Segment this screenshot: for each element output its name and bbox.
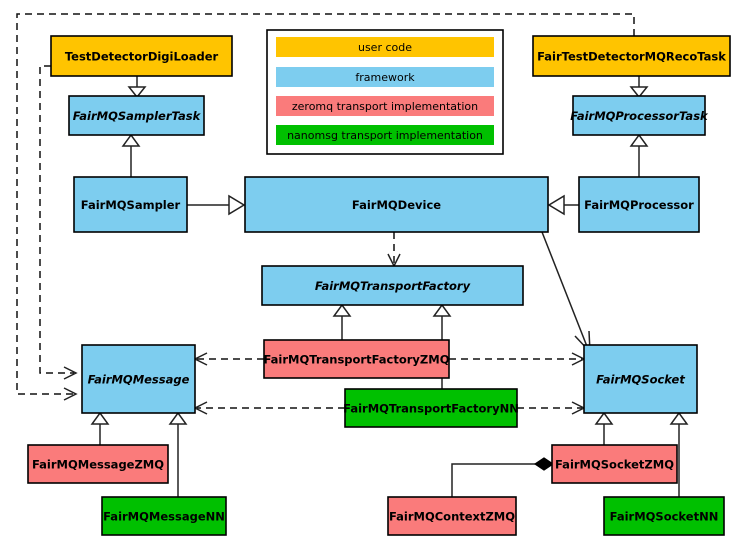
class-node-label-FairMQSamplerTask: FairMQSamplerTask bbox=[73, 109, 202, 123]
class-node-FairMQProcessorTask[interactable]: FairMQProcessorTask bbox=[570, 95, 709, 136]
class-node-box-FairMQDevice[interactable] bbox=[244, 176, 549, 233]
class-node-FairMQSocketZMQ[interactable]: FairMQSocketZMQ bbox=[551, 444, 678, 484]
class-node-FairMQProcessor[interactable]: FairMQProcessor bbox=[578, 176, 700, 233]
class-node-FairMQSocket[interactable]: FairMQSocket bbox=[583, 344, 698, 414]
arrowhead-sampler-samplertask bbox=[121, 133, 141, 147]
class-node-FairMQMessageZMQ[interactable]: FairMQMessageZMQ bbox=[27, 444, 169, 484]
class-node-FairMQMessage[interactable]: FairMQMessage bbox=[81, 344, 196, 414]
arrowhead-tfnn-tf bbox=[432, 303, 452, 317]
class-node-label-FairMQMessageZMQ: FairMQMessageZMQ bbox=[32, 458, 164, 472]
arrowhead-messagezmq-message bbox=[90, 411, 110, 425]
class-node-TestDetectorDigiLoader[interactable]: TestDetectorDigiLoader bbox=[50, 35, 233, 77]
class-node-FairMQMessageNN[interactable]: FairMQMessageNN bbox=[101, 496, 227, 536]
class-node-FairMQSocketNN[interactable]: FairMQSocketNN bbox=[603, 496, 725, 536]
class-node-box-TestDetectorDigiLoader[interactable] bbox=[50, 35, 233, 77]
arrowhead-messagenn-message bbox=[168, 411, 188, 425]
class-node-box-FairTestDetectorMQRecoTask[interactable] bbox=[532, 35, 731, 77]
edge-device-socket bbox=[541, 231, 589, 350]
legend-swatch-nanomsg bbox=[276, 125, 494, 145]
edge-group-long-dependencies bbox=[16, 13, 635, 401]
legend-label-nanomsg: nanomsg transport implementation bbox=[287, 129, 483, 142]
class-node-FairMQSampler[interactable]: FairMQSampler bbox=[73, 176, 188, 233]
class-node-FairMQDevice[interactable]: FairMQDevice bbox=[244, 176, 549, 233]
diamond-contextzmq-socketzmq bbox=[533, 457, 555, 471]
legend-swatch-zeromq bbox=[276, 96, 494, 116]
class-node-label-FairTestDetectorMQRecoTask: FairTestDetectorMQRecoTask bbox=[537, 50, 726, 64]
legend-label-user-code: user code bbox=[358, 41, 412, 54]
legend-label-zeromq: zeromq transport implementation bbox=[292, 100, 478, 113]
legend-swatch-user-code bbox=[276, 37, 494, 57]
arrowhead-processor-processortask bbox=[629, 133, 649, 147]
edge-recotask-to-message bbox=[16, 13, 635, 395]
class-node-label-TestDetectorDigiLoader: TestDetectorDigiLoader bbox=[65, 50, 219, 64]
arrowhead-socketzmq-socket bbox=[594, 411, 614, 425]
arrowhead-recotask-to-message bbox=[63, 387, 78, 401]
class-node-box-FairMQSocketNN[interactable] bbox=[603, 496, 725, 536]
arrowhead-digiloader-to-message bbox=[63, 366, 78, 380]
class-node-label-FairMQTransportFactoryNN: FairMQTransportFactoryNN bbox=[343, 402, 519, 416]
class-node-FairMQTransportFactoryZMQ[interactable]: FairMQTransportFactoryZMQ bbox=[263, 339, 450, 379]
class-node-label-FairMQTransportFactory: FairMQTransportFactory bbox=[315, 279, 471, 293]
class-node-label-FairMQTransportFactoryZMQ: FairMQTransportFactoryZMQ bbox=[263, 353, 449, 367]
edge-group-dependencies bbox=[193, 232, 586, 415]
edge-group-composition bbox=[451, 457, 555, 497]
class-node-box-FairMQTransportFactoryZMQ[interactable] bbox=[263, 339, 450, 379]
class-node-FairMQTransportFactory[interactable]: FairMQTransportFactory bbox=[261, 265, 524, 306]
arrowhead-tfzmq-tf bbox=[332, 303, 352, 317]
edge-group-association bbox=[541, 231, 591, 354]
class-node-box-FairMQTransportFactoryNN[interactable] bbox=[344, 388, 518, 428]
arrowhead-socketnn-socket bbox=[669, 411, 689, 425]
class-node-FairMQSamplerTask[interactable]: FairMQSamplerTask bbox=[68, 95, 205, 136]
class-node-label-FairMQMessage: FairMQMessage bbox=[88, 373, 190, 387]
arrowhead-processor-device bbox=[547, 194, 565, 216]
class-node-label-FairMQProcessorTask: FairMQProcessorTask bbox=[570, 109, 709, 123]
arrowhead-digiloader-samplertask bbox=[127, 86, 147, 99]
class-node-box-FairMQProcessor[interactable] bbox=[578, 176, 700, 233]
class-node-label-FairMQSocketZMQ: FairMQSocketZMQ bbox=[555, 458, 674, 472]
class-node-label-FairMQMessageNN: FairMQMessageNN bbox=[103, 510, 225, 524]
class-node-label-FairMQSocket: FairMQSocket bbox=[596, 373, 685, 387]
class-node-label-FairMQDevice: FairMQDevice bbox=[352, 198, 441, 212]
arrowhead-recotask-processortask bbox=[629, 86, 649, 99]
class-nodes-layer: TestDetectorDigiLoader FairTestDetectorMQ… bbox=[27, 35, 731, 536]
class-node-label-FairMQProcessor: FairMQProcessor bbox=[584, 198, 694, 212]
class-node-box-FairMQSocket[interactable] bbox=[583, 344, 698, 414]
class-node-FairMQContextZMQ[interactable]: FairMQContextZMQ bbox=[387, 496, 517, 536]
class-node-box-FairMQTransportFactory[interactable] bbox=[261, 265, 524, 306]
class-node-box-FairMQContextZMQ[interactable] bbox=[387, 496, 517, 536]
class-node-box-FairMQSocketZMQ[interactable] bbox=[551, 444, 678, 484]
legend-label-framework: framework bbox=[355, 71, 415, 84]
arrowhead-sampler-device bbox=[228, 194, 246, 216]
legend-panel: user code framework zeromq transport imp… bbox=[266, 29, 504, 155]
legend-swatch-framework bbox=[276, 67, 494, 87]
class-node-box-FairMQSampler[interactable] bbox=[73, 176, 188, 233]
class-node-box-FairMQSamplerTask[interactable] bbox=[68, 95, 205, 136]
class-node-label-FairMQSocketNN: FairMQSocketNN bbox=[610, 510, 719, 524]
class-node-box-FairMQProcessorTask[interactable] bbox=[572, 95, 706, 136]
edge-contextzmq-socketzmq bbox=[451, 463, 535, 497]
edge-digiloader-to-message bbox=[39, 65, 74, 374]
class-node-FairMQTransportFactoryNN[interactable]: FairMQTransportFactoryNN bbox=[343, 388, 519, 428]
class-node-FairTestDetectorMQRecoTask[interactable]: FairTestDetectorMQRecoTask bbox=[532, 35, 731, 77]
class-node-box-FairMQMessageZMQ[interactable] bbox=[27, 444, 169, 484]
class-node-label-FairMQSampler: FairMQSampler bbox=[81, 198, 181, 212]
class-node-box-FairMQMessageNN[interactable] bbox=[101, 496, 227, 536]
class-node-box-FairMQMessage[interactable] bbox=[81, 344, 196, 414]
class-node-label-FairMQContextZMQ: FairMQContextZMQ bbox=[389, 510, 515, 524]
